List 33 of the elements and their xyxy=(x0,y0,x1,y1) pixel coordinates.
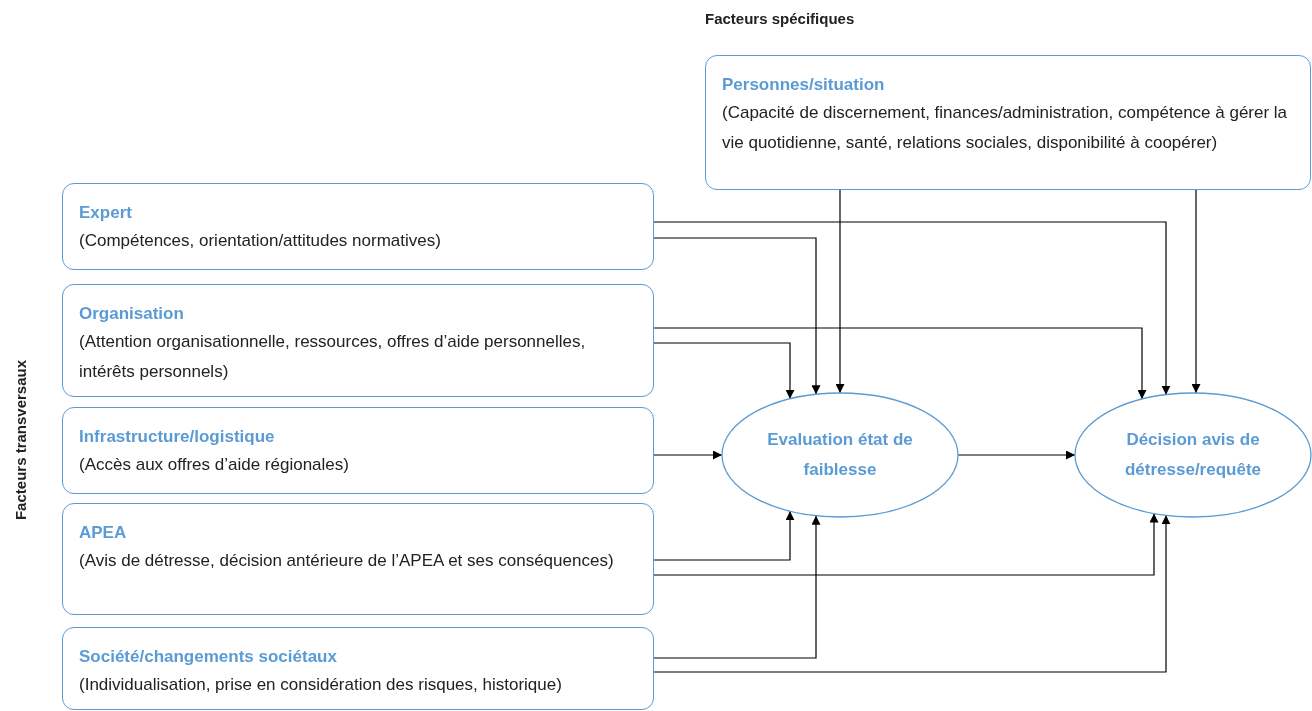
node-title: Décision avis de détresse/requête xyxy=(1123,429,1263,481)
box-description: (Avis de détresse, décision antérieure de l’APEA et ses conséquences) xyxy=(79,550,615,572)
box-description: (Attention organisationnelle, ressources, offres d’aide personnelles, intérêts personnels) xyxy=(79,331,587,383)
arrow xyxy=(835,189,845,394)
arrow xyxy=(1191,189,1201,394)
box-heading: Infrastructure/logistique xyxy=(79,426,276,448)
box-description: (Accès aux offres d’aide régionales) xyxy=(79,454,350,476)
box-heading: Expert xyxy=(79,202,133,224)
arrow xyxy=(653,237,821,395)
box-heading: Société/changements sociétaux xyxy=(79,646,338,668)
arrow xyxy=(653,221,1171,396)
arrow xyxy=(653,515,821,659)
arrow xyxy=(653,342,795,400)
factor-box xyxy=(62,407,654,494)
group-label: Facteurs spécifiques xyxy=(705,10,855,27)
group-label: Facteurs transversaux xyxy=(11,359,29,521)
factor-box xyxy=(62,284,654,397)
node-title: Evaluation état de faiblesse xyxy=(766,429,914,481)
factor-box xyxy=(62,503,654,615)
factor-box xyxy=(62,627,654,710)
factor-box xyxy=(62,183,654,270)
box-heading: Organisation xyxy=(79,303,185,325)
arrow xyxy=(653,510,795,561)
arrow xyxy=(653,514,1171,673)
box-heading: Personnes/situation xyxy=(722,74,886,96)
arrow xyxy=(653,327,1147,400)
box-description: (Individualisation, prise en considération des risques, historique) xyxy=(79,674,563,696)
box-description: (Compétences, orientation/attitudes normatives) xyxy=(79,230,442,252)
box-heading: APEA xyxy=(79,522,128,544)
box-description: (Capacité de discernement, finances/administration, compétence à gérer la vie quotidienne, santé, relations sociales, disponibilité à coopérer) xyxy=(722,102,1289,154)
arrow xyxy=(653,450,723,460)
arrow xyxy=(653,512,1159,576)
factor-box xyxy=(705,55,1311,190)
